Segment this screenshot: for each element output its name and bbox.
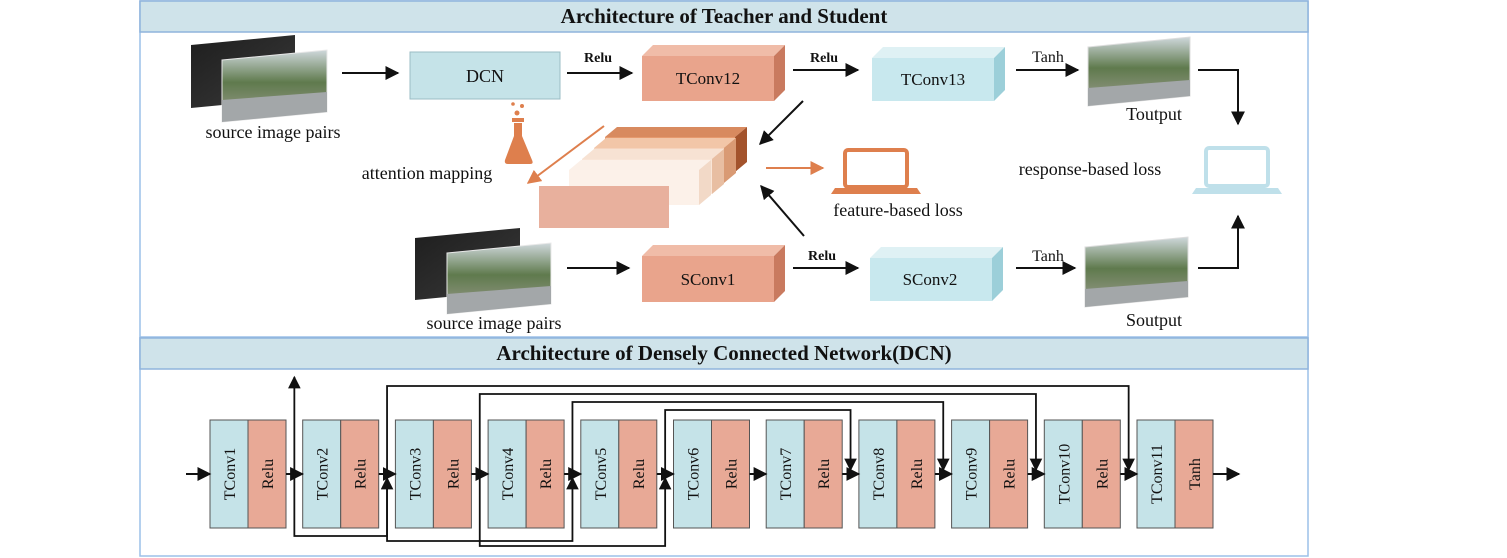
source-pairs-label-bottom: source image pairs [427, 313, 562, 333]
dcn-act-label: Relu [353, 459, 370, 489]
tanh-label-bottom: Tanh [1032, 248, 1064, 265]
dcn-act-label: Relu [1002, 459, 1019, 489]
dcn-title: Architecture of Densely Connected Networ… [496, 341, 951, 365]
dcn-conv-label: TConv5 [593, 448, 610, 500]
tconv12-label: TConv12 [676, 69, 740, 88]
sconv2-block [870, 247, 1003, 301]
teacher-student-header [139, 0, 1309, 33]
relu-label-3: Relu [808, 249, 836, 264]
dcn-skip-connection [664, 409, 857, 474]
dcn-header [139, 337, 1309, 370]
arrow-sconv1-to-features [760, 184, 805, 237]
dcn-conv-label: TConv1 [222, 448, 239, 500]
dcn-block-11: TConv11 Tanh [1136, 419, 1214, 529]
dcn-conv-label: TConv11 [1149, 444, 1166, 504]
toutput-image [1087, 36, 1191, 107]
sconv2-label: SConv2 [903, 270, 958, 289]
dcn-blocks: TConv1 Relu TConv2 Relu TConv3 Relu TConv4 Relu… [209, 419, 1214, 529]
sconv1-label: SConv1 [681, 270, 736, 289]
dcn-act-label: Tanh [1187, 458, 1204, 490]
teacher-student-title: Architecture of Teacher and Student [561, 4, 888, 28]
dcn-block-label: DCN [466, 66, 504, 86]
dcn-block-8: TConv8 Relu [858, 419, 936, 529]
response-loss-laptop-icon [1192, 146, 1282, 194]
dcn-conv-label: TConv2 [315, 448, 332, 500]
sconv1-block [642, 245, 785, 302]
dcn-conv-label: TConv9 [964, 448, 981, 500]
arrow-tconv12-to-features [759, 100, 804, 145]
dcn-block-6: TConv6 Relu [673, 419, 750, 529]
dcn-dense-connections [186, 375, 1241, 547]
tconv12-block [642, 45, 785, 101]
dcn-block [409, 51, 561, 100]
tconv13-label: TConv13 [901, 70, 965, 89]
attention-mapping-label: attention mapping [362, 163, 492, 183]
dcn-block-2: TConv2 Relu [302, 419, 380, 529]
flask-icon [504, 102, 533, 164]
response-loss-label: response-based loss [1019, 159, 1161, 179]
arrow-toutput-to-loss [1198, 69, 1245, 126]
dcn-conv-label: TConv3 [407, 448, 424, 500]
relu-label-2: Relu [810, 51, 838, 66]
dcn-act-label: Relu [724, 459, 741, 489]
feature-loss-laptop-icon [831, 148, 921, 194]
dcn-act-label: Relu [1094, 459, 1111, 489]
source-pairs-label-top: source image pairs [206, 122, 341, 142]
feature-loss-label: feature-based loss [833, 200, 962, 220]
dcn-conv-label: TConv8 [871, 448, 888, 500]
soutput-label: Soutput [1126, 310, 1182, 330]
dcn-act-label: Relu [538, 459, 555, 489]
dcn-block-3: TConv3 Relu [394, 419, 472, 529]
source-image-pair-bottom [415, 228, 552, 315]
arrow-soutput-to-loss [1198, 214, 1245, 269]
dcn-block-7: TConv7 Relu [765, 419, 843, 529]
relu-label-1: Relu [584, 51, 612, 66]
dcn-act-label: Relu [909, 459, 926, 489]
dcn-block-5: TConv5 Relu [580, 419, 658, 529]
dcn-act-label: Relu [816, 459, 833, 489]
dcn-act-label: Relu [260, 459, 277, 489]
dcn-conv-label: TConv7 [778, 448, 795, 500]
dcn-skip-connection [478, 474, 672, 547]
tconv13-block [872, 47, 1005, 101]
soutput-image [1084, 236, 1189, 308]
dcn-block-10: TConv10 Relu [1043, 419, 1121, 529]
dcn-block-4: TConv4 Relu [487, 419, 565, 529]
dcn-act-label: Relu [445, 459, 462, 489]
dcn-act-label: Relu [631, 459, 648, 489]
dcn-block-9: TConv9 Relu [951, 419, 1029, 529]
dcn-conv-label: TConv10 [1056, 444, 1073, 504]
attention-arrow [526, 125, 605, 184]
feature-stack [539, 127, 747, 228]
toutput-label: Toutput [1126, 104, 1182, 124]
dcn-block-1: TConv1 Relu [209, 419, 287, 529]
tanh-label-top: Tanh [1032, 49, 1064, 66]
source-image-pair-top [191, 35, 328, 123]
dcn-skip-connection [478, 393, 1043, 474]
dcn-skip-connection [571, 401, 950, 474]
dcn-skip-connection [386, 385, 1135, 474]
dcn-conv-label: TConv6 [686, 448, 703, 500]
dcn-conv-label: TConv4 [500, 448, 517, 500]
